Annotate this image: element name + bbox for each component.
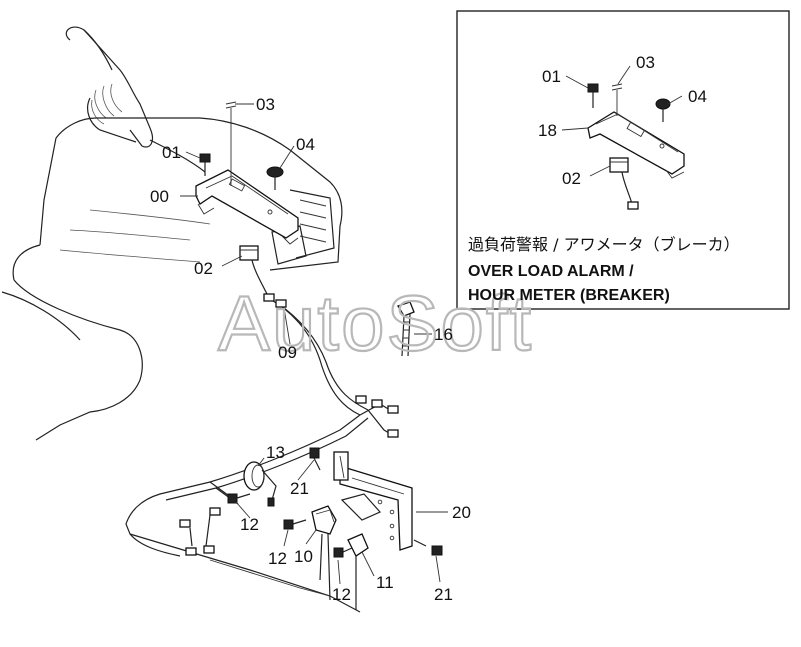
label-02: 02 [194,259,213,278]
switch-11 [347,533,369,610]
label-12-middle: 12 [268,549,287,568]
inset-label-02: 02 [562,169,581,188]
cable-tie-16 [397,301,415,357]
label-13: 13 [266,443,285,462]
watermark: AutoSoft [218,279,533,367]
screws-21 [309,447,443,556]
label-00: 00 [150,187,169,206]
label-21-bottom: 21 [434,585,453,604]
label-21-top: 21 [290,479,309,498]
label-10: 10 [294,547,313,566]
connector-02 [239,245,269,297]
label-03: 03 [256,95,275,114]
inset-label-01: 01 [542,67,561,86]
leader-lines-main [180,103,448,585]
label-12-left: 12 [240,515,259,534]
label-09: 09 [278,343,297,362]
inset-label-04: 04 [688,87,707,106]
label-03 [225,101,237,186]
label-20: 20 [452,503,471,522]
screws-12 [227,493,353,558]
label-04: 04 [296,135,315,154]
inset-box [456,10,790,310]
bracket-00 [195,169,299,245]
harness-09 [125,293,399,613]
screw-01 [199,153,211,176]
inset-caption-en-1: OVER LOAD ALARM / [468,263,634,280]
knob-04 [266,166,284,190]
label-16: 16 [434,325,453,344]
label-12-bottom: 12 [332,585,351,604]
inset-caption-en-2: HOUR METER (BREAKER) [468,287,670,304]
switch-10 [311,505,337,601]
bracket-20 [333,451,413,551]
inset-label-03: 03 [636,53,655,72]
buzzer-13 [243,461,277,507]
label-11: 11 [376,573,394,592]
inset-caption-jp: 過負荷警報 / アワメータ（ブレーカ） [468,235,740,254]
inset-label-18: 18 [538,121,557,140]
label-01: 01 [162,143,181,162]
machine-outline [1,26,343,441]
